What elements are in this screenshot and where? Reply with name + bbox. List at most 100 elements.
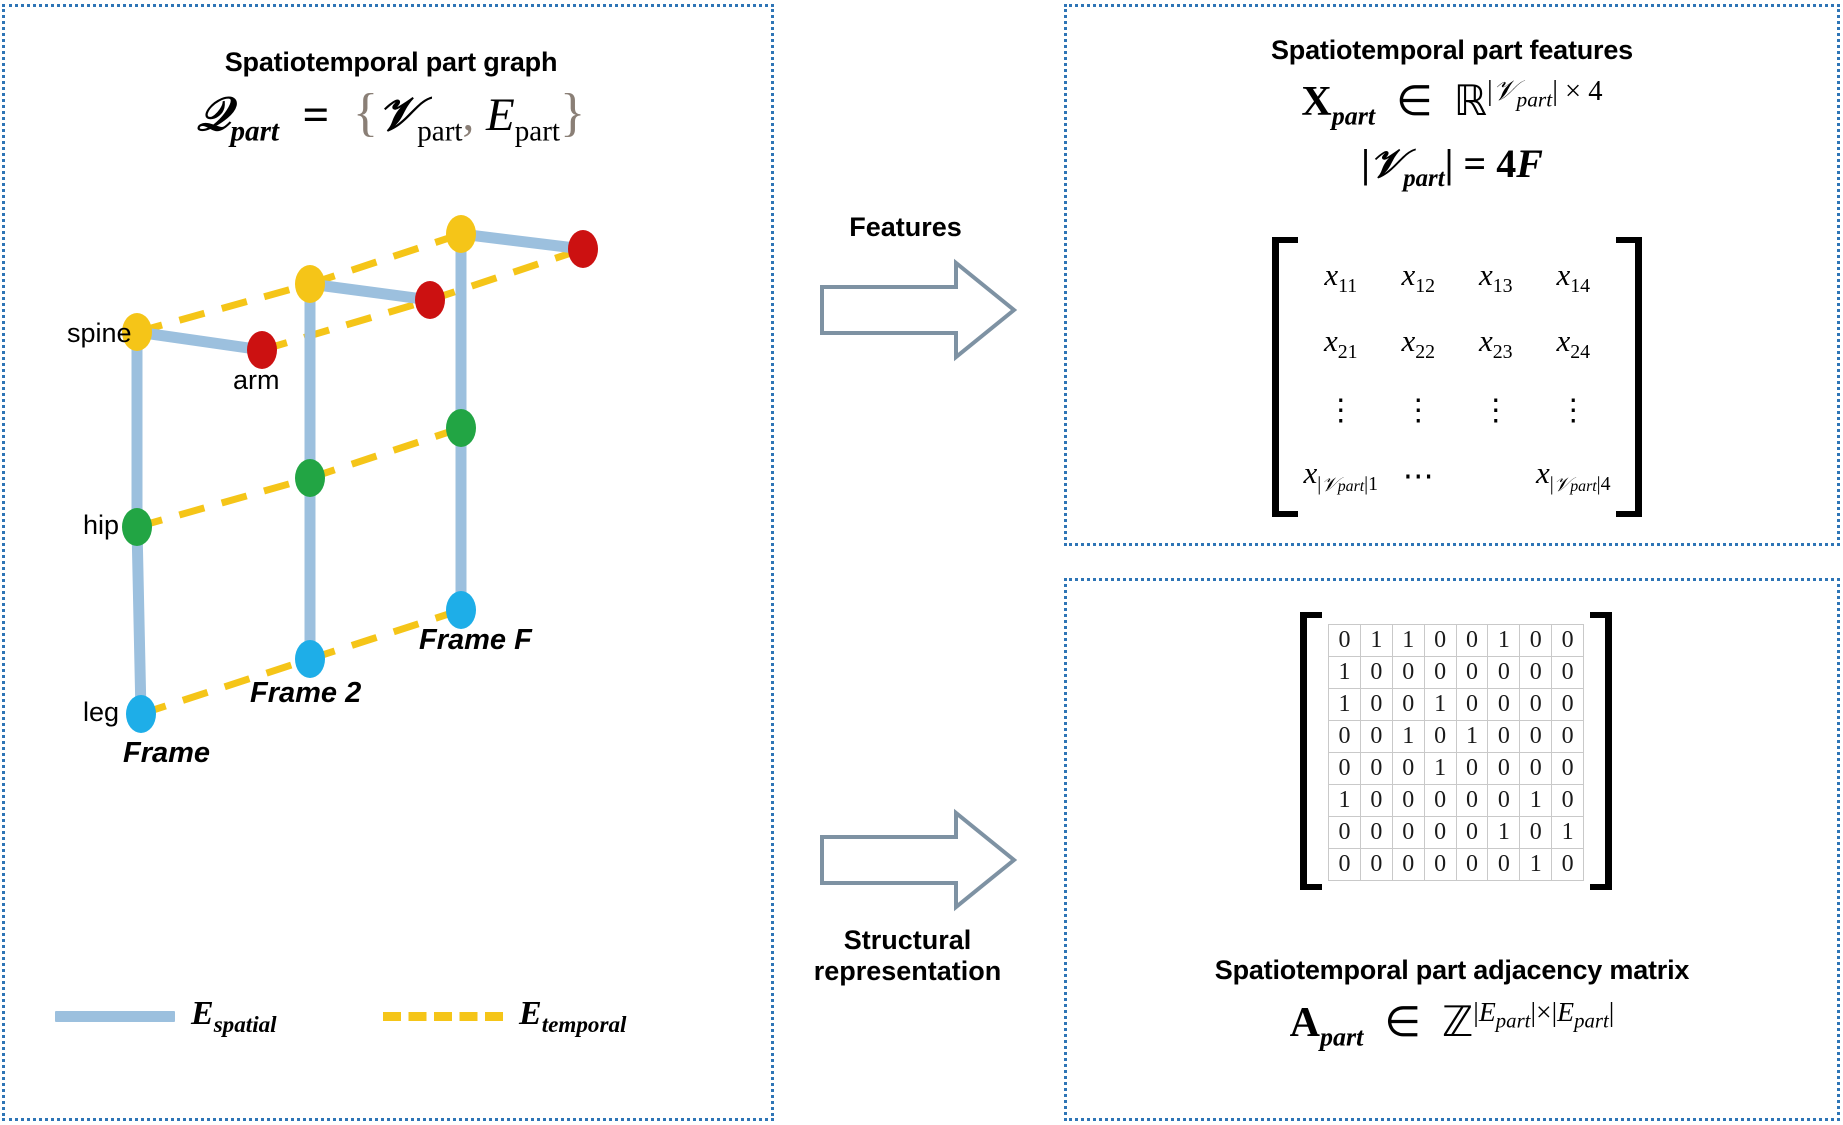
adjacency-cell: 0 xyxy=(1455,848,1489,881)
solid-line-icon xyxy=(55,1011,175,1023)
feature-cell: x23 xyxy=(1478,323,1513,364)
adjacency-cell: 0 xyxy=(1519,720,1553,753)
adjacency-cell: 0 xyxy=(1423,784,1457,817)
part-graph-drawing xyxy=(122,215,598,733)
features-arrow xyxy=(818,255,1018,365)
right-bracket-icon xyxy=(1590,612,1612,890)
feature-cell: x21 xyxy=(1323,323,1358,364)
feature-cell: ⋮ xyxy=(1325,394,1356,427)
feature-cell: x13 xyxy=(1478,257,1513,298)
adjacency-cell: 0 xyxy=(1455,784,1489,817)
spatial-edge xyxy=(131,326,268,356)
adjacency-cell: 0 xyxy=(1551,624,1584,657)
adjacency-cell: 0 xyxy=(1487,784,1521,817)
features-arrow-label: Features xyxy=(849,212,962,242)
adjacency-cell: 0 xyxy=(1519,752,1553,785)
adjacency-cell: 1 xyxy=(1391,720,1425,753)
temporal-edge xyxy=(136,280,311,336)
features-formula-line1: Xpart ∈ ℝ|𝒱part| × 4 xyxy=(1301,76,1603,131)
adjacency-cell: 0 xyxy=(1487,656,1521,689)
adjacency-cell: 0 xyxy=(1359,784,1393,817)
node-label-hip: hip xyxy=(83,510,120,540)
spatial-edge xyxy=(455,228,589,255)
feature-cell: x22 xyxy=(1401,323,1436,364)
adjacency-cell: 0 xyxy=(1551,656,1584,689)
temporal-edge xyxy=(136,474,311,531)
legend-item-spatial: Espatial xyxy=(55,995,277,1039)
graph-legend: Espatial Etemporal xyxy=(45,995,685,1055)
adjacency-cell: 1 xyxy=(1328,784,1361,817)
adjacency-cell: 0 xyxy=(1328,720,1361,753)
adjacency-cell: 0 xyxy=(1455,624,1489,657)
frame-label-2: Frame 2 xyxy=(250,677,362,709)
panel-spatiotemporal-part-graph: Spatiotemporal part graph 𝒬part = {𝒱part… xyxy=(2,4,774,1121)
adjacency-cell: 0 xyxy=(1423,816,1457,849)
adjacency-cell: 0 xyxy=(1423,624,1457,657)
adjacency-cell: 0 xyxy=(1328,816,1361,849)
adjacency-cell: 0 xyxy=(1487,688,1521,721)
graph-node-arm xyxy=(415,281,445,319)
feature-cell: ⋮ xyxy=(1480,394,1511,427)
adjacency-cell: 0 xyxy=(1359,720,1393,753)
temporal-edge xyxy=(428,245,585,304)
adjacency-cell: 1 xyxy=(1551,816,1584,849)
adjacency-cell: 0 xyxy=(1551,688,1584,721)
adjacency-cell: 0 xyxy=(1487,848,1521,881)
graph-formula: 𝒬part = {𝒱part, Epart} xyxy=(196,84,586,148)
adjacency-cell: 1 xyxy=(1487,816,1521,849)
adjacency-cell: 1 xyxy=(1455,720,1489,753)
feature-cell: x11 xyxy=(1324,257,1358,298)
feature-cell: ⋮ xyxy=(1403,394,1434,427)
feature-cell: x|𝒱part|1 xyxy=(1303,455,1379,496)
adjacency-cell: 0 xyxy=(1391,784,1425,817)
adjacency-cell: 0 xyxy=(1359,752,1393,785)
frame-label-1: Frame xyxy=(123,737,211,769)
graph-node-spine xyxy=(446,215,476,253)
adjacency-cell: 0 xyxy=(1519,688,1553,721)
panel-spatiotemporal-part-features xyxy=(1064,4,1840,546)
adjacency-cell: 0 xyxy=(1487,720,1521,753)
graph-node-arm xyxy=(247,331,277,369)
spatial-edge xyxy=(304,278,436,306)
graph-node-spine xyxy=(295,265,325,303)
legend-item-temporal: Etemporal xyxy=(383,995,626,1039)
adjacency-cell: 0 xyxy=(1391,688,1425,721)
adjacency-cell: 0 xyxy=(1391,848,1425,881)
adjacency-cell: 0 xyxy=(1423,848,1457,881)
arrow-right-icon xyxy=(820,258,1018,362)
node-label-spine: spine xyxy=(67,318,132,348)
temporal-edge xyxy=(308,230,463,288)
adjacency-cell: 0 xyxy=(1551,848,1584,881)
adjacency-cell: 1 xyxy=(1328,656,1361,689)
dashed-line-icon xyxy=(383,1012,503,1022)
adjacency-cell: 0 xyxy=(1328,848,1361,881)
adjacency-cell: 1 xyxy=(1487,624,1521,657)
graph-node-arm xyxy=(568,230,598,268)
features-panel-title: Spatiotemporal part features xyxy=(1271,35,1633,65)
left-bracket-icon xyxy=(1272,237,1298,517)
graph-node-leg xyxy=(295,640,325,678)
adjacency-cell: 0 xyxy=(1359,656,1393,689)
adjacency-cell: 0 xyxy=(1423,656,1457,689)
frame-label-F: Frame F xyxy=(419,624,532,656)
legend-label-spatial: Espatial xyxy=(191,995,277,1038)
adjacency-cell: 0 xyxy=(1487,752,1521,785)
legend-label-temporal: Etemporal xyxy=(519,995,627,1038)
feature-cell: x|𝒱part|4 xyxy=(1535,455,1611,496)
right-bracket-icon xyxy=(1616,237,1642,517)
node-label-arm: arm xyxy=(233,365,280,395)
adjacency-cell: 0 xyxy=(1359,688,1393,721)
structural-arrow xyxy=(818,805,1018,915)
adjacency-cell: 0 xyxy=(1519,656,1553,689)
